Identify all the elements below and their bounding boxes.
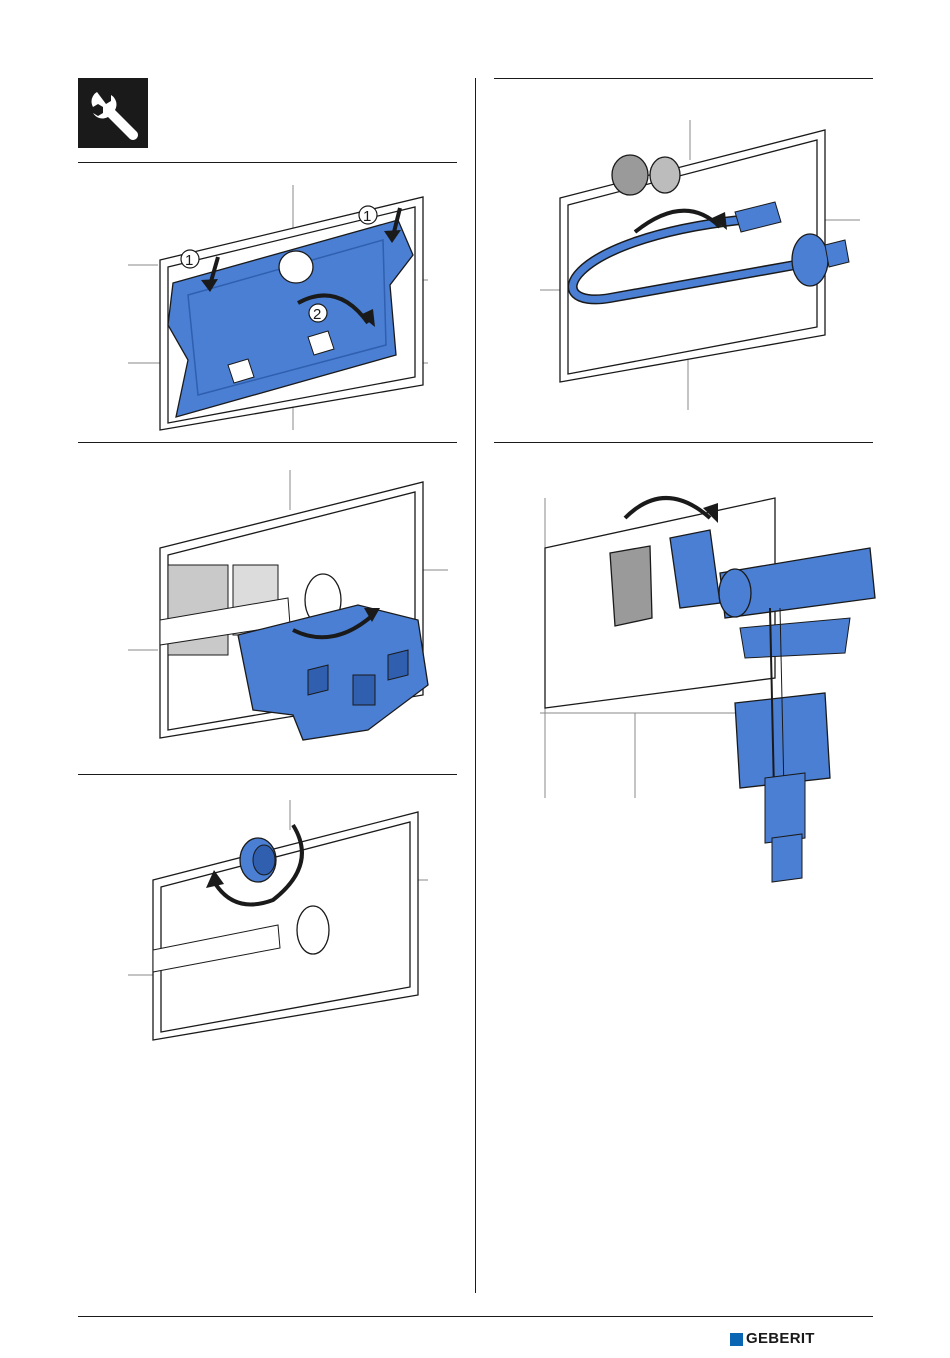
step-1-illustration: 1 1 2	[128, 185, 428, 435]
step-3-illustration	[128, 800, 428, 1045]
footer-rule	[78, 1316, 873, 1317]
rule-left-3	[78, 774, 457, 775]
callout-1b: 1	[363, 208, 371, 225]
rule-right-2	[494, 442, 873, 443]
brand-square-icon	[730, 1333, 743, 1346]
column-divider	[475, 78, 476, 1293]
brand-logo: GEBERIT	[730, 1331, 815, 1347]
step-4-illustration	[540, 120, 860, 410]
rule-left-2	[78, 442, 457, 443]
callout-2: 2	[313, 306, 321, 323]
step-2-illustration	[128, 470, 448, 750]
rule-left-1	[78, 162, 457, 163]
step-5-illustration	[540, 478, 880, 888]
callout-1a: 1	[185, 252, 193, 269]
wrench-icon	[78, 78, 148, 148]
brand-name: GEBERIT	[746, 1331, 815, 1347]
top-rule-right	[494, 78, 873, 79]
